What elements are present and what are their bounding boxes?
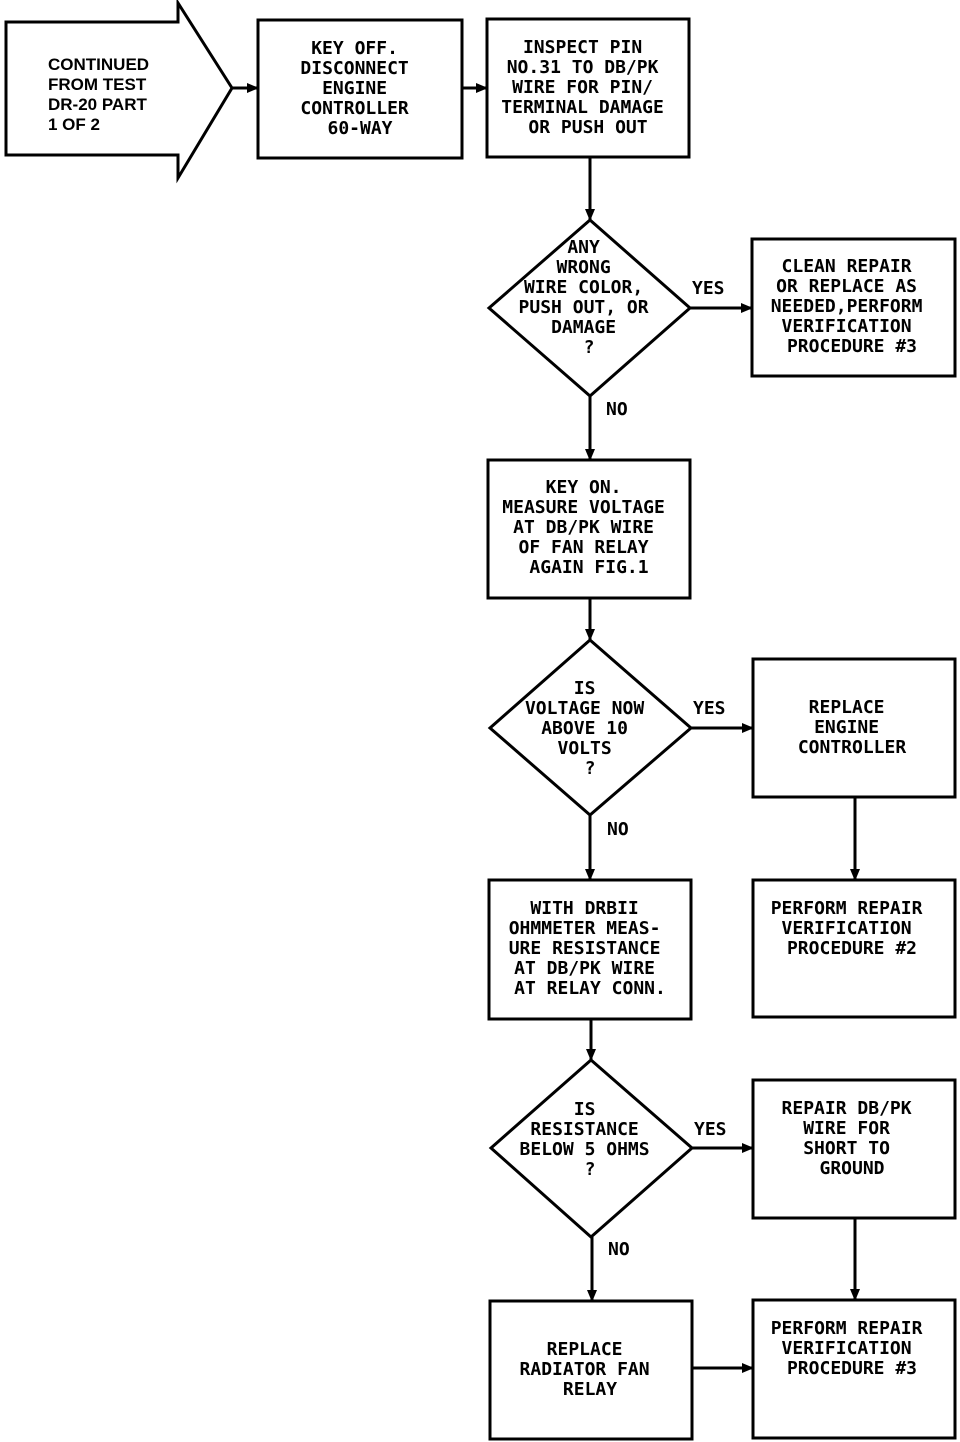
decision-resistance: IS RESISTANCE BELOW 5 OHMS ? xyxy=(488,1058,695,1240)
decision-resistance-text: IS RESISTANCE BELOW 5 OHMS ? xyxy=(520,1099,661,1180)
node-verify-2: PERFORM REPAIR VERIFICATION PROCEDURE #2 xyxy=(751,878,957,1019)
node-ohmmeter-text: WITH DRBII OHMMETER MEAS- URE RESISTANCE… xyxy=(509,898,672,999)
node-inspect-pin: INSPECT PIN NO.31 TO DB/PK WIRE FOR PIN/… xyxy=(485,17,691,159)
node-clean-repair-text: CLEAN REPAIR OR REPLACE AS NEEDED,PERFOR… xyxy=(771,256,934,357)
node-verify-3: PERFORM REPAIR VERIFICATION PROCEDURE #3 xyxy=(751,1298,957,1440)
node-clean-repair: CLEAN REPAIR OR REPLACE AS NEEDED,PERFOR… xyxy=(750,237,957,378)
decision-wrong-wire: ANY WRONG WIRE COLOR, PUSH OUT, OR DAMAG… xyxy=(486,218,693,398)
node-ohmmeter: WITH DRBII OHMMETER MEAS- URE RESISTANCE… xyxy=(487,878,693,1021)
node-verify-2-text: PERFORM REPAIR VERIFICATION PROCEDURE #2 xyxy=(771,898,934,959)
node-key-on-measure: KEY ON. MEASURE VOLTAGE AT DB/PK WIRE OF… xyxy=(486,458,692,600)
node-repair-short: REPAIR DB/PK WIRE FOR SHORT TO GROUND xyxy=(751,1078,957,1220)
label-yes-3: YES xyxy=(694,1119,727,1140)
decision-voltage: IS VOLTAGE NOW ABOVE 10 VOLTS ? xyxy=(487,638,694,817)
node-replace-relay: REPLACE RADIATOR FAN RELAY xyxy=(488,1299,694,1441)
label-no-2: NO xyxy=(607,819,629,840)
node-key-on-measure-text: KEY ON. MEASURE VOLTAGE AT DB/PK WIRE OF… xyxy=(502,477,675,578)
edge-labels: YES NO YES NO YES NO xyxy=(606,278,727,1260)
label-no-3: NO xyxy=(608,1239,630,1260)
node-key-off: KEY OFF. DISCONNECT ENGINE CONTROLLER 60… xyxy=(256,18,464,160)
decision-wrong-wire-text: ANY WRONG WIRE COLOR, PUSH OUT, OR DAMAG… xyxy=(519,237,660,358)
node-inspect-pin-text: INSPECT PIN NO.31 TO DB/PK WIRE FOR PIN/… xyxy=(501,37,674,138)
label-yes-1: YES xyxy=(692,278,725,299)
node-replace-controller: REPLACE ENGINE CONTROLLER xyxy=(751,657,957,799)
label-no-1: NO xyxy=(606,399,628,420)
label-yes-2: YES xyxy=(693,698,726,719)
start-text: CONTINUED FROM TEST DR-20 PART 1 OF 2 xyxy=(48,55,154,134)
node-repair-short-text: REPAIR DB/PK WIRE FOR SHORT TO GROUND xyxy=(782,1098,923,1179)
node-replace-controller-text: REPLACE ENGINE CONTROLLER xyxy=(798,697,907,758)
decision-voltage-text: IS VOLTAGE NOW ABOVE 10 VOLTS ? xyxy=(525,678,655,779)
node-replace-relay-text: REPLACE RADIATOR FAN RELAY xyxy=(520,1339,661,1400)
edges xyxy=(232,83,860,1373)
node-verify-3-text: PERFORM REPAIR VERIFICATION PROCEDURE #3 xyxy=(771,1318,934,1379)
start-arrow: CONTINUED FROM TEST DR-20 PART 1 OF 2 xyxy=(4,0,234,184)
node-key-off-text: KEY OFF. DISCONNECT ENGINE CONTROLLER 60… xyxy=(300,38,419,139)
